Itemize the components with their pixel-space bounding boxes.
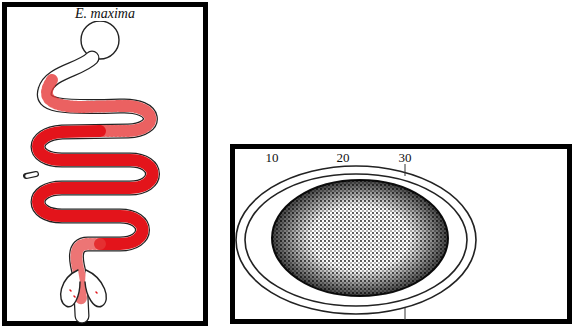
scale-number: 10 — [265, 151, 280, 164]
intestine-drawing — [26, 21, 153, 316]
scale-number: 20 — [336, 151, 351, 164]
oocyst-drawing — [236, 166, 476, 314]
panel-frame — [233, 147, 570, 322]
scale-ticks — [405, 164, 406, 320]
scale-number: 30 — [398, 151, 413, 164]
figure-title: E. maxima — [74, 7, 136, 21]
panel-frame — [5, 5, 206, 324]
